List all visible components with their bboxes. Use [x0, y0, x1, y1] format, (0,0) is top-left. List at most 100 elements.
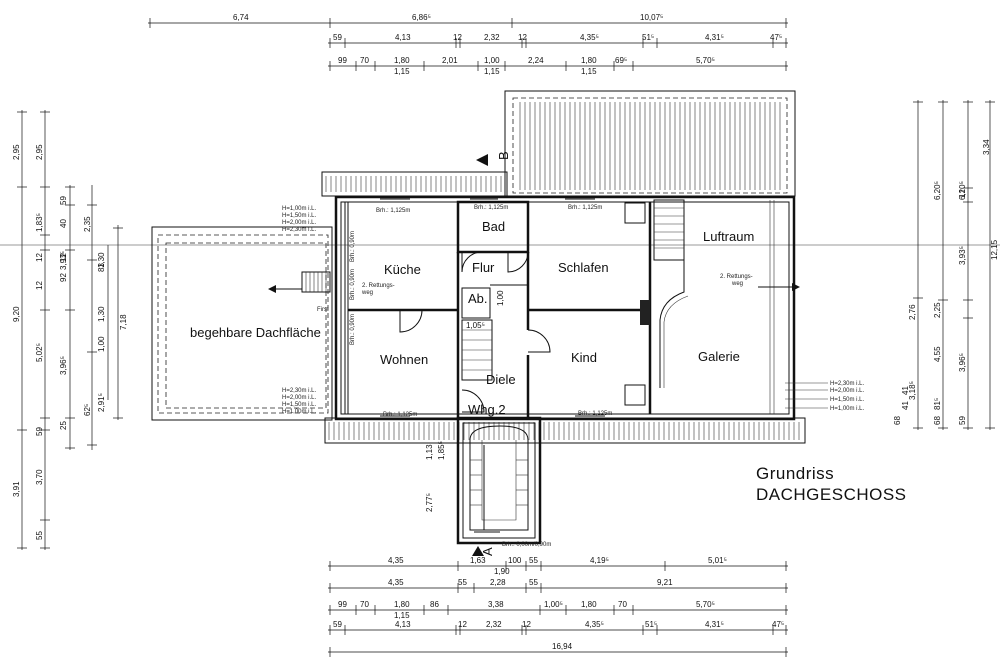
- dim-bot2-3: 55: [529, 578, 538, 587]
- room-flur: Flur: [472, 260, 495, 275]
- dim-right-1: 6,10⁵: [958, 181, 967, 200]
- dim-left-inner-0: 83: [97, 263, 106, 272]
- dim-top3-6: 1,80: [581, 56, 597, 65]
- h-left-3: H=2,30m i.L.: [282, 227, 317, 233]
- dim-left-in-8: 3,96⁵: [59, 356, 68, 375]
- dim-right-11: 68: [893, 416, 902, 425]
- rettungsweg-left: 2. Rettungs-weg: [361, 283, 395, 296]
- dim-top1-0: 6,74: [233, 13, 249, 22]
- brh-stair: Brh.: 0,00m/0,90m: [502, 542, 551, 548]
- dim-bot4-6: 51⁵: [645, 620, 657, 629]
- dim-bot3-6: 1,80: [581, 600, 597, 609]
- dim-top2-0: 59: [333, 33, 342, 42]
- dim-right-13: 41: [901, 401, 910, 410]
- label-first: First: [317, 307, 329, 313]
- dim-bot4-4: 12: [522, 620, 531, 629]
- dim-bot3-2: 1,80: [394, 600, 410, 609]
- dim-top3-2: 1,80: [394, 56, 410, 65]
- dim-top3-sub-2: 1,15: [581, 67, 597, 76]
- dim-right-10: 3,18⁵: [908, 381, 917, 400]
- dim-bot3-7: 70: [618, 600, 627, 609]
- dim-top2-7: 4,31⁵: [705, 33, 724, 42]
- dim-left-in-1: 40: [59, 219, 68, 228]
- h-left-bot-0: H=2,30m i.L.: [282, 388, 317, 394]
- dim-stair-3: 1,05⁵: [466, 321, 485, 330]
- dim-left-mid-6: 3,70: [35, 469, 44, 485]
- section-mark-b: B: [476, 151, 511, 166]
- top-dimension-lines: 6,74 6,86⁵ 10,07⁵ 59 4,13 12 2,32 12 4,3…: [148, 13, 788, 76]
- dim-left-in-4: 12: [59, 253, 68, 262]
- dim-bot2-2: 2,28: [490, 578, 506, 587]
- room-kind: Kind: [571, 350, 597, 365]
- dim-right-0: 6,20⁵: [933, 181, 942, 200]
- dim-top2-5: 4,35⁵: [580, 33, 599, 42]
- dim-bot5: 16,94: [552, 642, 573, 651]
- brh-5: Brh.: 1,125m: [578, 411, 612, 417]
- dim-left-mid-5: 59: [35, 427, 44, 436]
- dim-right-14: 68: [933, 416, 942, 425]
- section-mark-a: A: [472, 546, 495, 556]
- room-whg: Whg.2: [468, 402, 506, 417]
- dim-bot1-2: 100: [508, 556, 522, 565]
- dim-right-15: 81⁵: [933, 398, 942, 410]
- dim-left-inner-1: 1,30: [97, 252, 106, 268]
- dim-top2-2: 12: [453, 33, 462, 42]
- dim-bot2-0: 4,35: [388, 578, 404, 587]
- brh-4: Brh.: 1,125m: [383, 412, 417, 418]
- h-left-2: H=2,00m i.L.: [282, 220, 317, 226]
- room-kueche: Küche: [384, 262, 421, 277]
- room-wohnen: Wohnen: [380, 352, 428, 367]
- dim-top3-1: 70: [360, 56, 369, 65]
- room-galerie: Galerie: [698, 349, 740, 364]
- dim-left-inner-4: 1,30: [97, 306, 106, 322]
- dim-bot3-4: 3,38: [488, 600, 504, 609]
- room-luftraum: Luftraum: [703, 229, 754, 244]
- dim-left-outer-2: 3,91: [12, 481, 21, 497]
- dim-left-inner-7: 2,91⁵: [97, 393, 106, 412]
- dim-left-mid-1: 1,83⁵: [35, 213, 44, 232]
- dim-top2-3: 2,32: [484, 33, 500, 42]
- dim-bot2-1: 55: [458, 578, 467, 587]
- dim-top1-1: 6,86⁵: [412, 13, 431, 22]
- dim-right-7: 2,25: [933, 302, 942, 318]
- dim-top1-2: 10,07⁵: [640, 13, 663, 22]
- dim-bot3-8: 5,70⁵: [696, 600, 715, 609]
- drawing-title: Grundriss DACHGESCHOSS: [756, 464, 906, 504]
- dim-bot3-0: 99: [338, 600, 347, 609]
- dim-left-in-5: 92: [59, 273, 68, 282]
- title-line1: Grundriss: [756, 464, 834, 483]
- dim-top2-1: 4,13: [395, 33, 411, 42]
- dim-top2-6: 51⁵: [642, 33, 654, 42]
- dim-right-2: 3,34: [982, 139, 991, 155]
- dim-top3-sub-1: 1,15: [484, 67, 500, 76]
- dim-right-6: 2,76: [908, 304, 917, 320]
- dim-top3-4: 1,00: [484, 56, 500, 65]
- dim-stair-1: 1,85⁵: [437, 441, 446, 460]
- h-left-1: H=1,50m i.L.: [282, 213, 317, 219]
- dim-top3-0: 99: [338, 56, 347, 65]
- dim-bot4-3: 2,32: [486, 620, 502, 629]
- room-bad: Bad: [482, 219, 505, 234]
- dim-left-in-10: 62⁵: [83, 404, 92, 416]
- dim-bot1-3: 55: [529, 556, 538, 565]
- dim-bot1-0: 4,35: [388, 556, 404, 565]
- dim-left-outer-0: 2,95: [12, 144, 21, 160]
- roof-hatching: [321, 90, 806, 444]
- room-diele: Diele: [486, 372, 516, 387]
- dim-left-mid-7: 55: [35, 531, 44, 540]
- dim-left-mid-3: 12: [35, 281, 44, 290]
- roof-terrace: [151, 226, 333, 421]
- dim-left-in-9: 25: [59, 421, 68, 430]
- dim-bot4-5: 4,35⁵: [585, 620, 604, 629]
- dim-bot4-1: 4,13: [395, 620, 411, 629]
- dim-right-12: 41: [901, 386, 910, 395]
- stairwell: [456, 416, 542, 545]
- dim-left-in-3: 2,35: [83, 216, 92, 232]
- dim-bot1-sub: 1,90: [494, 567, 510, 576]
- h-right-2: H=1,50m i.L.: [830, 397, 865, 403]
- dim-right-16: 59: [958, 416, 967, 425]
- dim-right-8: 4,55: [933, 346, 942, 362]
- rettungsweg-right: 2. Rettungs-weg: [720, 274, 753, 287]
- dim-bot4-8: 47⁵: [772, 620, 784, 629]
- room-labels: begehbare Dachfläche Küche Bad Flur Schl…: [190, 219, 754, 417]
